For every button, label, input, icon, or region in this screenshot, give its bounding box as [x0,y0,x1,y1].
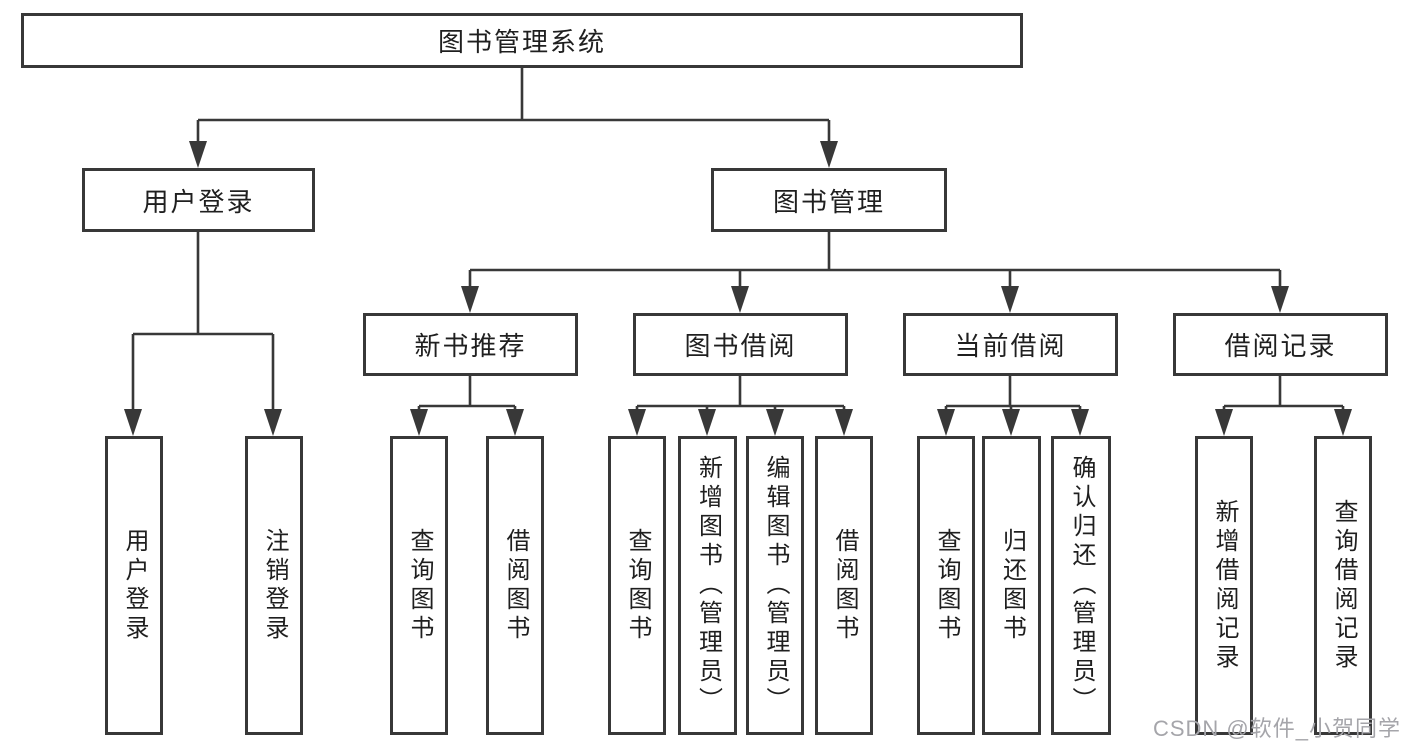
leaf-query-books-recommend: 查询图书 [390,436,448,735]
node-book-management-label: 图书管理 [772,186,885,217]
watermark-text: CSDN @软件_小贺同学 [1152,716,1401,741]
node-borrowing-records-label: 借阅记录 [1224,331,1337,361]
leaf-query-books-current: 查询图书 [917,436,975,735]
node-book-borrowing-label: 图书借阅 [684,331,797,361]
leaf-user-login-label: 用户登录 [121,527,148,644]
root-node-label: 图书管理系统 [437,27,606,57]
root-node-library-system: 图书管理系统 [21,13,1023,68]
leaf-confirm-return-admin: 确认归还（管理员） [1051,436,1111,735]
leaf-query-books-borrowing: 查询图书 [608,436,666,735]
leaf-return-books: 归还图书 [982,436,1041,735]
node-borrowing-records: 借阅记录 [1173,313,1388,376]
node-user-login-label: 用户登录 [142,186,255,217]
leaf-query-borrow-record-label: 查询借阅记录 [1330,498,1357,673]
leaf-query-books-current-label: 查询图书 [933,527,960,644]
leaf-query-borrow-record: 查询借阅记录 [1314,436,1372,735]
leaf-confirm-return-admin-label: 确认归还（管理员） [1068,455,1095,716]
leaf-query-books-recommend-label: 查询图书 [406,527,433,644]
leaf-borrow-books-borrowing-label: 借阅图书 [831,527,858,644]
leaf-query-books-borrowing-label: 查询图书 [624,527,651,644]
leaf-add-borrow-record: 新增借阅记录 [1195,436,1253,735]
leaf-add-books-admin-label: 新增图书（管理员） [694,455,722,716]
leaf-borrow-books-recommend-label: 借阅图书 [502,527,529,644]
leaf-return-books-label: 归还图书 [998,527,1026,644]
leaf-edit-books-admin: 编辑图书（管理员） [746,436,804,735]
leaf-borrow-books-recommend: 借阅图书 [486,436,544,735]
leaf-add-books-admin: 新增图书（管理员） [678,436,737,735]
leaf-logout-label: 注销登录 [261,527,288,644]
leaf-user-login: 用户登录 [105,436,163,735]
node-book-management: 图书管理 [711,168,947,232]
node-user-login: 用户登录 [82,168,315,232]
leaf-borrow-books-borrowing: 借阅图书 [815,436,873,735]
leaf-add-borrow-record-label: 新增借阅记录 [1211,498,1238,673]
leaf-logout: 注销登录 [245,436,303,735]
leaf-edit-books-admin-label: 编辑图书（管理员） [762,455,789,716]
node-book-borrowing: 图书借阅 [633,313,848,376]
node-new-book-recommend-label: 新书推荐 [414,331,527,361]
node-current-borrowing: 当前借阅 [903,313,1118,376]
node-new-book-recommend: 新书推荐 [363,313,578,376]
node-current-borrowing-label: 当前借阅 [954,331,1067,361]
arrowheads [124,141,1352,436]
